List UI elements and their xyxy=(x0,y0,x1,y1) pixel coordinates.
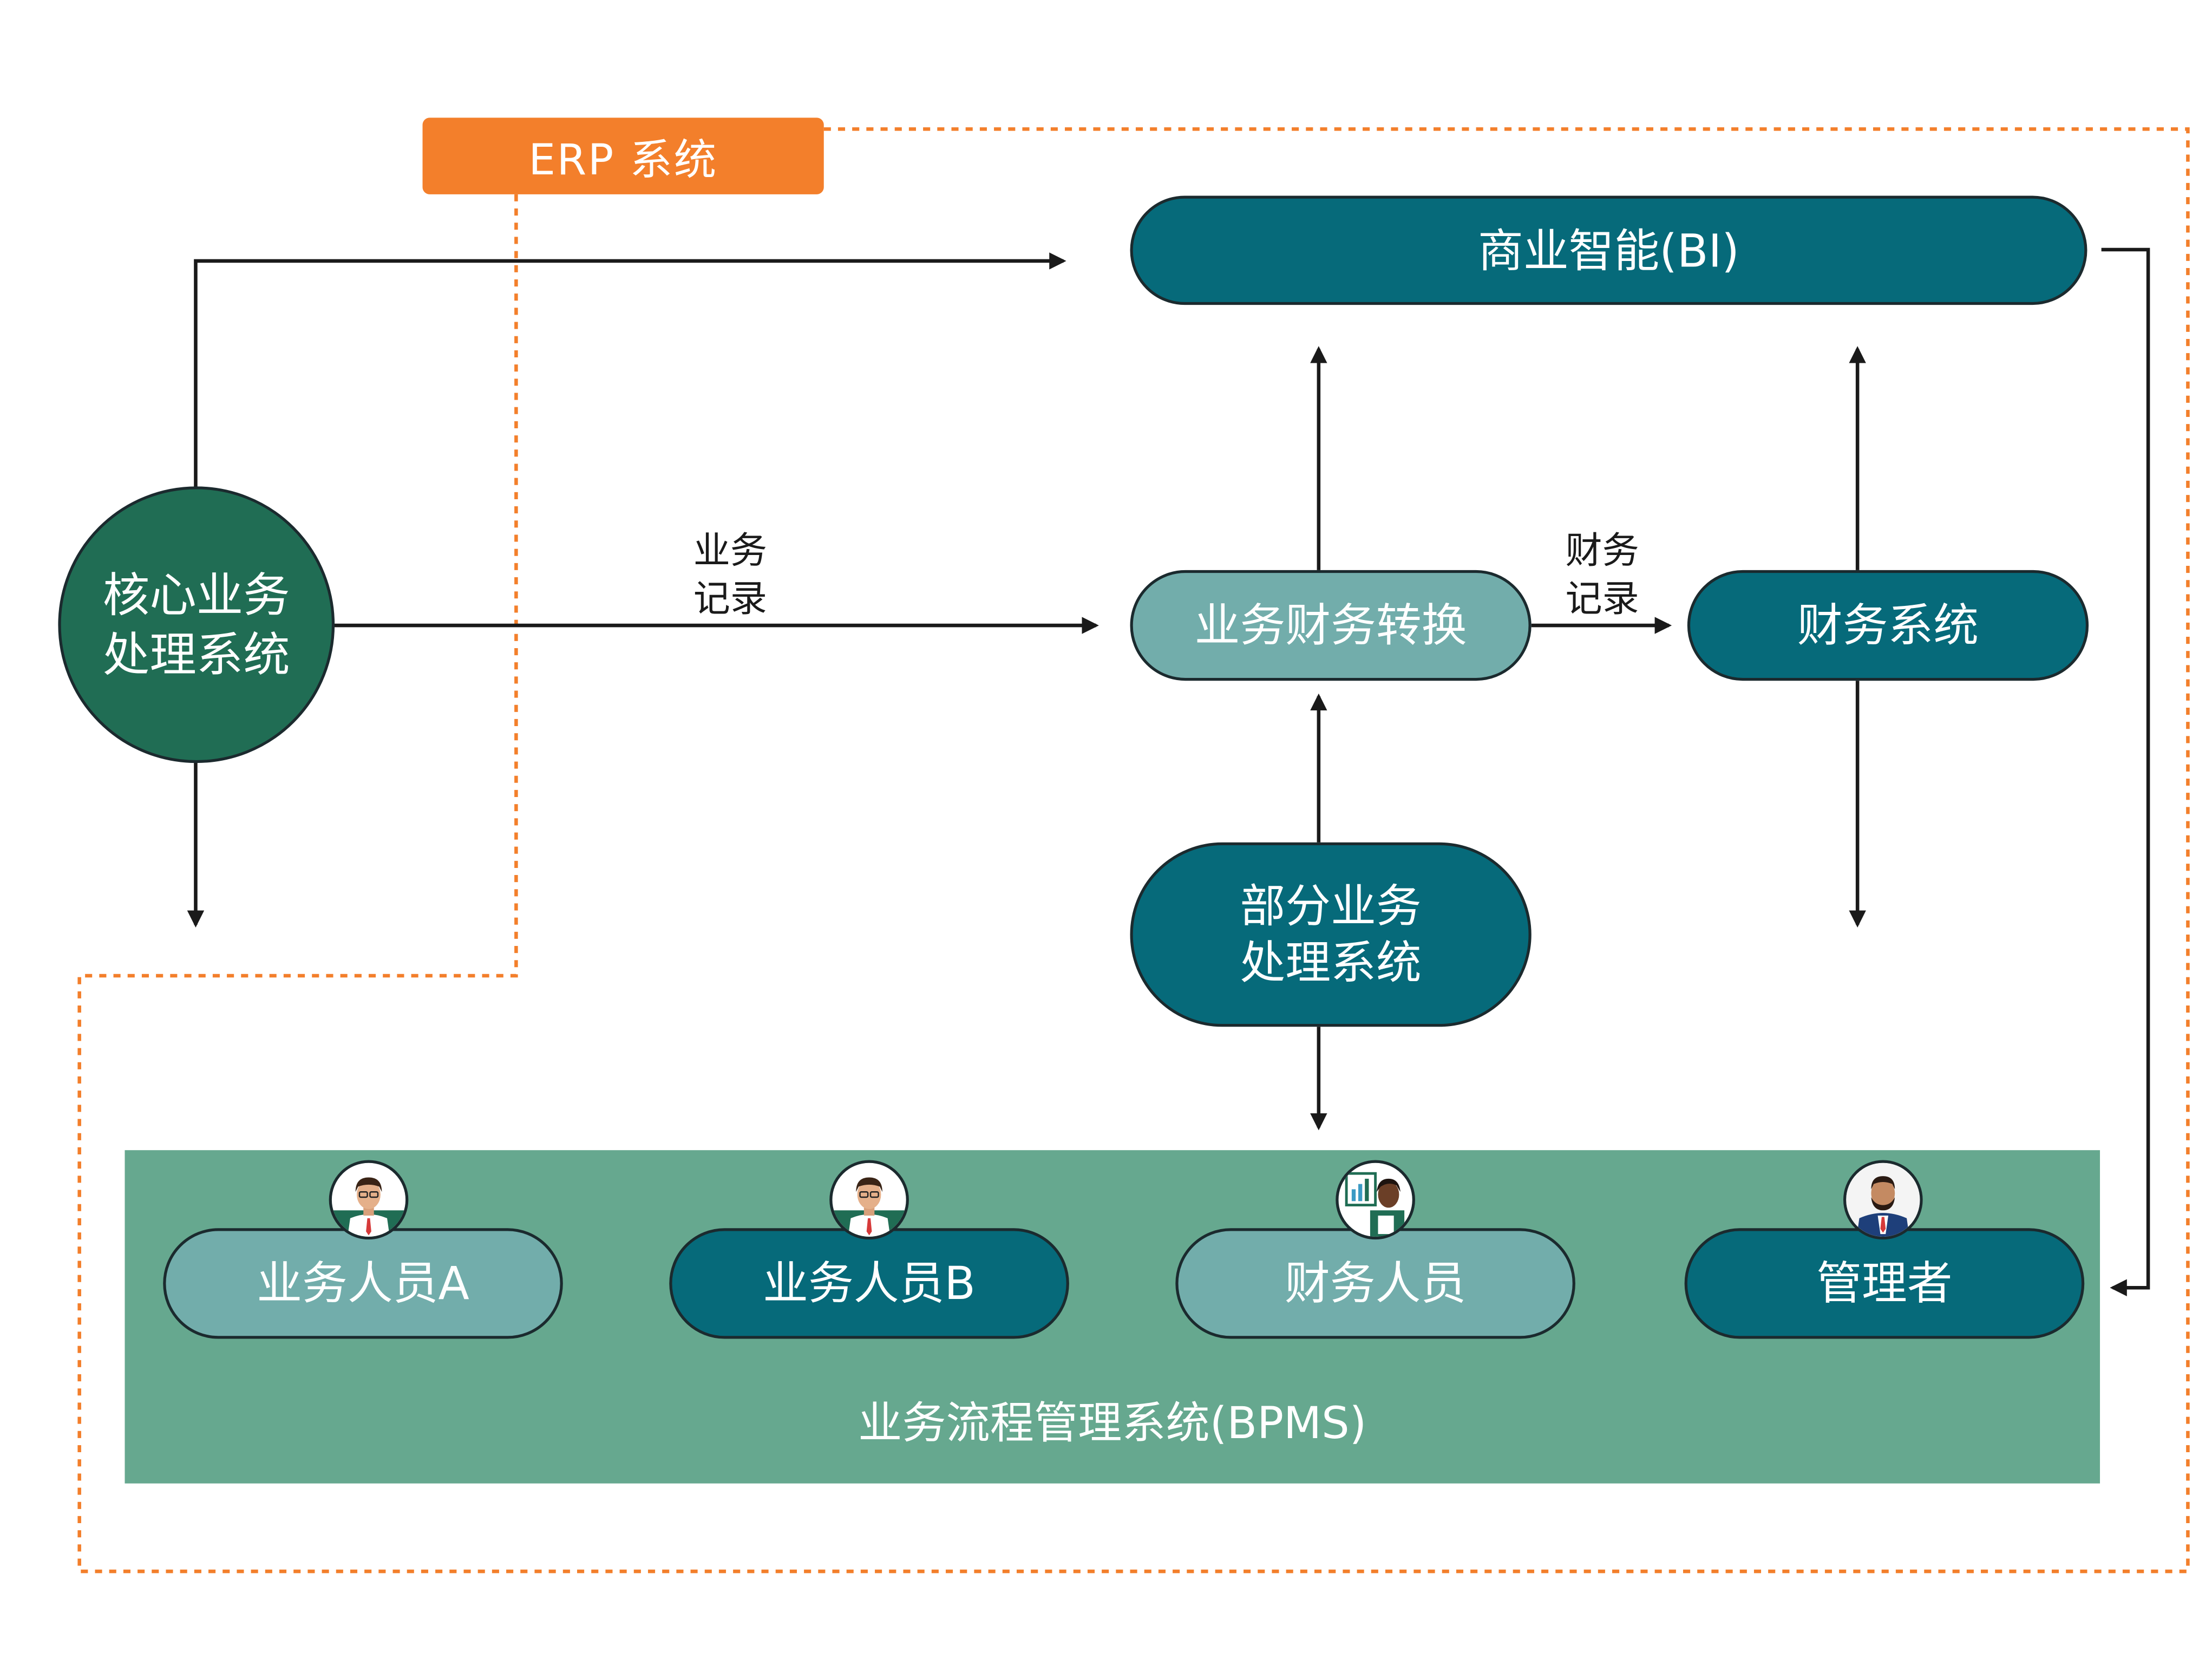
role-business-staff-b[interactable]: 业务人员B xyxy=(669,1228,1069,1339)
role-manager[interactable]: 管理者 xyxy=(1684,1228,2085,1339)
finance-record-line1: 财务 xyxy=(1565,530,1639,573)
bi-label: 商业智能(BI) xyxy=(1478,223,1739,278)
role-label: 业务人员B xyxy=(763,1256,976,1311)
businessman-avatar-icon xyxy=(329,1160,409,1240)
erp-system-label: ERP 系统 xyxy=(422,117,824,194)
business-finance-conversion-node[interactable]: 业务财务转换 xyxy=(1130,570,1532,681)
arrow-core-to-bi xyxy=(194,252,1066,489)
role-label: 业务人员A xyxy=(257,1256,469,1311)
business-record-line1: 业务 xyxy=(693,530,767,573)
erp-boundary xyxy=(77,127,2190,1573)
manager-avatar-icon xyxy=(1843,1160,1923,1240)
role-label: 管理者 xyxy=(1816,1256,1953,1311)
partial-label-line1: 部分业务 xyxy=(1240,879,1422,933)
bpms-title: 业务流程管理系统(BPMS) xyxy=(858,1398,1367,1450)
finance-record-line2: 记录 xyxy=(1565,578,1639,622)
finance-system-label: 财务系统 xyxy=(1797,598,1979,652)
partial-label-line2: 处理系统 xyxy=(1240,936,1422,990)
core-business-system-node[interactable]: 核心业务 处理系统 xyxy=(58,486,335,763)
role-business-staff-a[interactable]: 业务人员A xyxy=(163,1228,563,1339)
core-label-line2: 处理系统 xyxy=(102,626,290,682)
conversion-label: 业务财务转换 xyxy=(1194,598,1467,652)
core-label-line1: 核心业务 xyxy=(102,567,290,623)
arrow-bi-to-manager xyxy=(2101,247,2150,1296)
finance-record-label: 财务 记录 xyxy=(1539,527,1666,624)
role-finance-staff[interactable]: 财务人员 xyxy=(1175,1228,1575,1339)
business-record-line2: 记录 xyxy=(693,578,767,622)
businessman-avatar-icon xyxy=(829,1160,909,1240)
finance-system-node[interactable]: 财务系统 xyxy=(1687,570,2089,681)
finance-staff-avatar-icon xyxy=(1336,1160,1415,1240)
partial-business-system-node[interactable]: 部分业务 处理系统 xyxy=(1130,842,1532,1027)
role-label: 财务人员 xyxy=(1284,1256,1467,1311)
bi-node[interactable]: 商业智能(BI) xyxy=(1130,195,2087,305)
business-record-label: 业务 记录 xyxy=(666,527,794,624)
